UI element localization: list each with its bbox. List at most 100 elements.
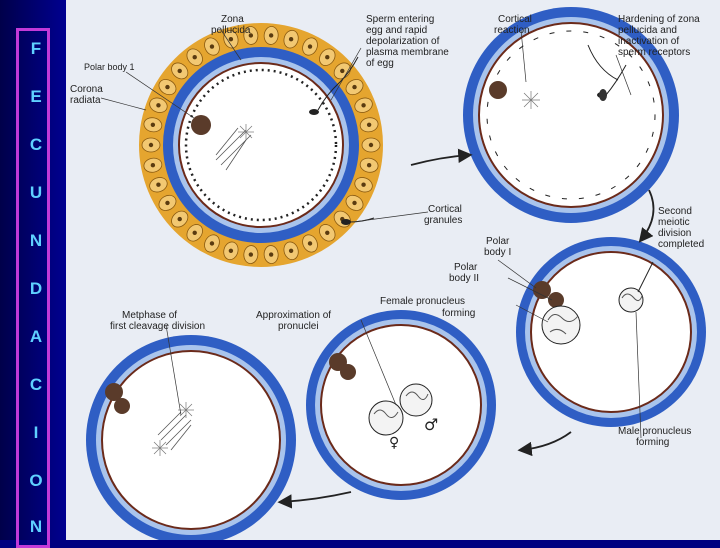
fertilization-diagram: Zona pellucida Sperm entering egg and ra… [70, 7, 706, 540]
corona-cell-nucleus [177, 216, 182, 222]
corona-cell-nucleus [156, 103, 161, 108]
corona-cell-nucleus [150, 163, 156, 168]
corona-cell-nucleus [268, 33, 274, 38]
corona-cell-nucleus [228, 36, 234, 42]
sperm-entry [599, 89, 607, 101]
sperm-head [341, 219, 351, 225]
corona-cell-nucleus [192, 55, 197, 60]
corona-cell-nucleus [352, 200, 357, 206]
egg-cytoplasm [530, 251, 692, 413]
corona-cell-nucleus [340, 68, 345, 74]
chromatin [621, 293, 643, 302]
corona-cell-nucleus [361, 103, 366, 108]
corona-cell-nucleus [209, 241, 215, 246]
polar-body [114, 398, 130, 414]
side-letter: E [30, 87, 42, 106]
label-approximation: Approximation of pronuclei [256, 310, 334, 332]
aster [522, 91, 540, 109]
label-zona-pellucida: Zona pellucida [211, 14, 251, 36]
corona-cell-nucleus [165, 84, 170, 90]
side-letter: I [33, 423, 39, 442]
cortical-reaction-marks [486, 30, 656, 200]
corona-cell-nucleus [248, 33, 254, 38]
corona-cell-nucleus [209, 44, 215, 49]
annotations: Zona pellucida Sperm entering egg and ra… [70, 14, 704, 451]
label-second-meiotic: Second meiotic division completed [658, 206, 704, 250]
label-corona-radiata: Corona radiata [70, 84, 106, 106]
egg-stage-sperm-entry [139, 23, 383, 267]
side-panel: F E C U N D A C I O N [0, 0, 66, 548]
side-letter: N [29, 231, 43, 250]
fertilization-figure: Zona pellucida Sperm entering egg and ra… [66, 0, 720, 540]
corona-cell-nucleus [192, 230, 197, 235]
side-letter: O [29, 471, 43, 490]
cleavage-spindle [157, 411, 192, 451]
arrow-2-to-3 [638, 189, 655, 243]
corona-cell-nucleus [325, 55, 330, 60]
side-letter: C [29, 135, 43, 154]
side-title-frame: F E C U N D A C I O N [16, 28, 50, 548]
side-letter: U [29, 183, 43, 202]
label-cortical-reaction: Cortical reaction [494, 14, 535, 36]
corona-cell-nucleus [366, 163, 372, 168]
sperm-tail [637, 261, 654, 293]
corona-cell-nucleus [325, 230, 330, 235]
arrow-1-to-2 [410, 148, 473, 166]
sperm-tail [317, 56, 359, 111]
side-letter: D [29, 279, 43, 298]
side-letter: N [29, 517, 43, 536]
corona-cell-nucleus [248, 252, 254, 257]
egg-stage-approximation [306, 310, 496, 500]
corona-cell-nucleus [307, 44, 313, 49]
sperm-tail [587, 44, 619, 81]
egg-stage-pronuclei-forming [516, 237, 706, 427]
corona-cell-nucleus [368, 142, 374, 148]
corona-cell-nucleus [307, 241, 313, 246]
corona-cell-nucleus [177, 68, 182, 74]
corona-cell-nucleus [288, 36, 294, 42]
chromatin [373, 391, 429, 418]
corona-cell-nucleus [288, 248, 294, 254]
egg-stage-metaphase [86, 335, 296, 540]
aster [238, 124, 254, 140]
corona-cell-nucleus [156, 182, 161, 187]
label-cortical-granules: Cortical granules [424, 204, 465, 226]
corona-cell-nucleus [366, 122, 372, 127]
corona-cell-nucleus [268, 252, 274, 257]
egg-cytoplasm [178, 62, 344, 228]
label-polar-body-1: Polar body 1 [84, 62, 135, 72]
label-polar-body-2: Polar body II [449, 262, 480, 284]
polar-body [105, 383, 123, 401]
male-symbol: ♂ [424, 415, 438, 434]
male-pronucleus [399, 383, 433, 417]
polar-body [340, 364, 356, 380]
label-male-pronucleus: Male pronucleus forming [618, 426, 694, 448]
polar-body-1 [533, 281, 551, 299]
aster [152, 402, 194, 456]
chromatin [547, 314, 579, 335]
side-letter: A [29, 327, 43, 346]
side-letter: C [29, 375, 43, 394]
label-hardening: Hardening of zona pellucida and inactiva… [618, 14, 703, 58]
polar-body [489, 81, 507, 99]
side-letter: F [30, 39, 42, 58]
corona-cell-nucleus [361, 182, 366, 187]
sequence-arrows [277, 148, 655, 509]
arrow-4-to-5 [277, 491, 352, 509]
cortical-granules-ring [184, 68, 338, 222]
label-sperm-entering: Sperm entering egg and rapid depolarizat… [366, 14, 452, 69]
leader-lines [100, 29, 642, 439]
female-pronucleus [368, 400, 404, 436]
female-pronucleus [541, 305, 581, 345]
polar-body [191, 115, 211, 135]
label-polar-body-1-mid: Polar body I [484, 236, 512, 258]
polar-body-2 [548, 292, 564, 308]
corona-cell-nucleus [148, 142, 154, 148]
corona-cell-nucleus [165, 200, 170, 206]
female-symbol: ♀ [389, 435, 399, 451]
corona-cell-nucleus [228, 248, 234, 254]
arrow-3-to-4 [517, 431, 572, 457]
label-female-pronucleus: Female pronucleus forming [380, 296, 475, 319]
corona-cells [141, 26, 381, 264]
corona-cell-nucleus [150, 122, 156, 127]
